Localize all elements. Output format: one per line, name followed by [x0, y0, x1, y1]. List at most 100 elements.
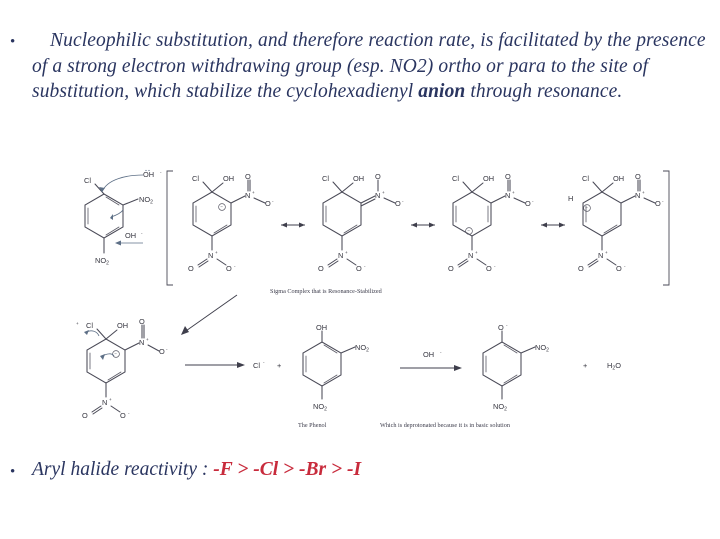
svg-text:+: + [642, 190, 645, 195]
label-o-r2-pr: O [356, 264, 362, 273]
label-o-r3-top: O [505, 172, 511, 181]
bullet-marker-aryl: • [10, 458, 32, 480]
structure-resonance-1: Cl OH − N + O O - N + [188, 172, 274, 273]
label-oh-side-charge: - [141, 231, 143, 236]
label-oh-side: OH [125, 231, 136, 240]
plus-sign-2: + [583, 361, 587, 370]
svg-text:+: + [512, 190, 515, 195]
caption-deprotonated: Which is deprotonated because it is in b… [380, 422, 510, 429]
label-h-r4: H [568, 194, 573, 203]
svg-text:-: - [364, 264, 366, 269]
label-o-phenoxide: O [498, 323, 504, 332]
label-o-r1-pl: O [188, 264, 194, 273]
bullet-marker: • [10, 28, 32, 50]
bullet-marker-aryl-glyph: • [10, 464, 16, 480]
svg-text:-: - [624, 264, 626, 269]
bullet-main-text: Nucleophilic substitution, and therefore… [32, 28, 710, 105]
label-o-r4-top: O [635, 172, 641, 181]
label-n-collapse: N [139, 338, 144, 347]
svg-text:+: + [475, 250, 478, 255]
aryl-halide-label: Aryl halide reactivity : [32, 459, 214, 480]
label-o-r1-right: O [265, 199, 271, 208]
bullet-main: • Nucleophilic substitution, and therefo… [10, 28, 710, 105]
svg-text:-: - [263, 360, 265, 365]
label-n-collapse-para: N [102, 398, 107, 407]
svg-text:+: + [76, 321, 79, 326]
bullet-marker-glyph: • [10, 34, 16, 50]
svg-text:+: + [215, 250, 218, 255]
label-n-r3: N [505, 191, 510, 200]
label-oh-collapse: OH [117, 321, 128, 330]
svg-text:+: + [382, 190, 385, 195]
label-cl-collapse: Cl [86, 321, 93, 330]
label-n-r2-para: N [338, 251, 343, 260]
label-no2-phenoxide-para: NO2 [493, 402, 507, 413]
svg-text:-: - [402, 199, 404, 204]
structure-phenoxide: O - NO2 NO2 [482, 323, 549, 413]
label-o-r2-top: O [375, 172, 381, 181]
label-cl-start: Cl [84, 176, 91, 185]
svg-text:-: - [272, 199, 274, 204]
arrow-expel-chloride [185, 362, 245, 368]
label-o-r4-pr: O [616, 264, 622, 273]
reaction-scheme: Cl NO2 NO2 OH - OH - [55, 165, 675, 445]
label-cl-r2: Cl [322, 174, 329, 183]
svg-text:−: − [114, 352, 117, 357]
svg-text:-: - [128, 411, 130, 416]
bracket-right [663, 170, 670, 286]
label-oh-r1: OH [223, 174, 234, 183]
arrow-deprotonation: OH - [400, 350, 462, 371]
label-o-collapse-pl: O [82, 411, 88, 420]
svg-text:-: - [532, 199, 534, 204]
structure-resonance-2: Cl OH N + O O - N + O O - [318, 172, 404, 273]
caption-the-phenol: The Phenol [298, 422, 327, 429]
label-no2-para: NO2 [95, 256, 109, 267]
svg-text:-: - [662, 199, 664, 204]
bullet-main-seg-anion: anion [418, 81, 466, 102]
resonance-arrow-1 [281, 222, 305, 228]
label-o-r3-pl: O [448, 264, 454, 273]
label-cl-r1: Cl [192, 174, 199, 183]
bullet-main-seg-3: through resonance. [465, 81, 623, 102]
label-water: H2O [607, 361, 621, 372]
label-o-r4-pl: O [578, 264, 584, 273]
arrow-to-collapse [181, 294, 238, 335]
resonance-arrow-3 [541, 222, 565, 228]
label-no2-ortho: NO2 [139, 195, 153, 206]
structure-phenol: OH NO2 NO2 [302, 323, 369, 413]
bullet-aryl-halide: • Aryl halide reactivity : -F > -Cl > -B… [10, 458, 650, 482]
svg-text:−: − [585, 206, 588, 211]
structure-resonance-3: Cl OH N + O O - − N + O [448, 172, 534, 273]
label-oh-nucleophile: OH [143, 170, 154, 179]
svg-text:-: - [166, 347, 168, 352]
aryl-halide-series: -F > -Cl > -Br > -I [213, 459, 362, 480]
svg-text:-: - [234, 264, 236, 269]
svg-text:-: - [494, 264, 496, 269]
label-o-r2-right: O [395, 199, 401, 208]
label-oh-step2: OH [423, 350, 434, 359]
plus-sign-1: + [277, 361, 281, 370]
label-no2-phenol-para: NO2 [313, 402, 327, 413]
label-o-collapse-right: O [159, 347, 165, 356]
structure-sigma-collapse: Cl + OH − N + O O - [76, 317, 168, 420]
leaving-group-chloride: Cl - + [253, 360, 281, 370]
label-oh-r2: OH [353, 174, 364, 183]
structure-starting-material: Cl NO2 NO2 OH - OH - [84, 169, 162, 267]
label-oh-r4: OH [613, 174, 624, 183]
label-n-r2: N [375, 191, 380, 200]
label-n-r1-para: N [208, 251, 213, 260]
label-o-r3-pr: O [486, 264, 492, 273]
svg-text:+: + [605, 250, 608, 255]
label-oh-charge: - [160, 170, 162, 175]
label-cl-r4: Cl [582, 174, 589, 183]
label-oh-phenol: OH [316, 323, 327, 332]
label-o-r3-right: O [525, 199, 531, 208]
label-o-collapse-pr: O [120, 411, 126, 420]
bullet-main-seg-1: Nucleophilic substitution, and therefore… [32, 30, 706, 102]
label-no2-phenoxide-ortho: NO2 [535, 343, 549, 354]
bracket-left [166, 170, 173, 286]
label-n-r1: N [245, 191, 250, 200]
label-o-collapse-top: O [139, 317, 145, 326]
label-o-r1-pr: O [226, 264, 232, 273]
